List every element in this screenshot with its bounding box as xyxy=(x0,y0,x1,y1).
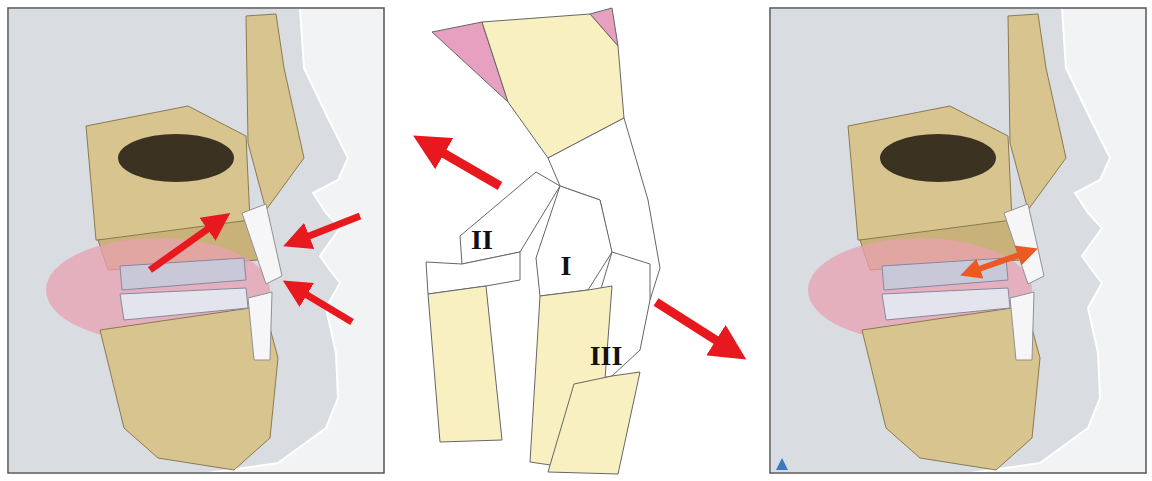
segment-label-box: I xyxy=(557,248,576,284)
force-arrow xyxy=(304,216,360,238)
panel-border xyxy=(8,8,384,473)
segment-numeral: I xyxy=(561,252,572,280)
right-panel xyxy=(770,8,1146,473)
segment-numeral: III xyxy=(590,342,623,370)
segment-label-box: II xyxy=(467,222,497,258)
movement-arrow xyxy=(656,302,722,344)
segment-numeral: II xyxy=(471,226,493,254)
skull-illustration xyxy=(8,8,384,473)
force-arrow xyxy=(302,292,352,322)
double-arrow xyxy=(976,254,1022,270)
skull-illustration xyxy=(770,8,1146,473)
segment-label-box: III xyxy=(586,338,627,374)
middle-diagram xyxy=(426,8,722,474)
tooth-crown xyxy=(428,286,502,442)
force-arrow xyxy=(150,226,212,270)
logo-icon xyxy=(776,458,788,470)
bone-segment xyxy=(536,186,612,296)
movement-arrow xyxy=(438,150,500,186)
tooth-crown xyxy=(548,372,640,474)
left-panel xyxy=(8,8,384,473)
panel-border xyxy=(770,8,1146,473)
